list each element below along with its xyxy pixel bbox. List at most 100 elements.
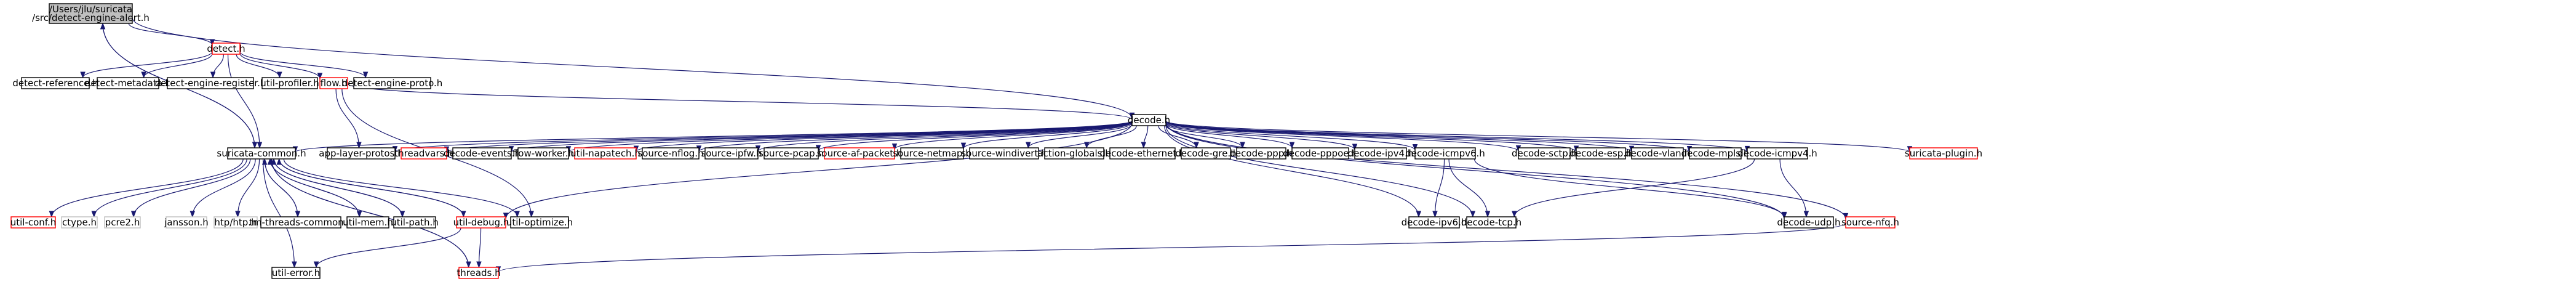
- node-label: detect-engine-proto.h: [342, 78, 443, 89]
- edge-line: [316, 227, 461, 268]
- edge-arrowhead: [891, 143, 898, 150]
- node-detect-metadata[interactable]: detect-metadata.h: [85, 77, 171, 89]
- edge-arrowhead: [80, 71, 86, 79]
- node-box: [1466, 216, 1517, 229]
- edge-root-to-detect_h: [128, 23, 215, 46]
- node-box: [97, 77, 159, 89]
- node-box: [824, 147, 895, 160]
- node-box: [165, 216, 207, 229]
- node-box: [458, 267, 499, 279]
- node-label: util-napatech.h: [570, 148, 640, 159]
- node-source-nflog[interactable]: source-nflog.h: [637, 147, 704, 160]
- node-util-optimize[interactable]: util-optimize.h: [506, 216, 573, 229]
- node-label: util-conf.h: [10, 217, 57, 228]
- edge-line: [1165, 122, 1355, 150]
- node-threadvars[interactable]: threadvars.h: [394, 147, 453, 160]
- node-util-debug[interactable]: util-debug.h: [453, 216, 509, 229]
- node-decode-gre[interactable]: decode-gre.h: [1175, 147, 1237, 160]
- node-decode-pppoe[interactable]: decode-pppoe.h: [1283, 147, 1358, 160]
- node-label: suricata-common.h: [217, 148, 306, 159]
- node-action-globals[interactable]: action-globals.h: [1037, 147, 1111, 160]
- node-ctype[interactable]: ctype.h: [61, 216, 98, 229]
- node-box: [1291, 147, 1349, 160]
- node-jansson[interactable]: jansson.h: [164, 216, 209, 229]
- node-util-mem[interactable]: util-mem.h: [343, 216, 393, 229]
- node-decode-icmpv6[interactable]: decode-icmpv6.h: [1405, 147, 1485, 160]
- node-label: tm-threads-common.h: [249, 217, 353, 228]
- node-threads[interactable]: threads.h: [457, 267, 501, 279]
- node-flow-worker[interactable]: flow-worker.h: [512, 147, 574, 160]
- node-decode-ethernet[interactable]: decode-ethernet.h: [1100, 147, 1186, 160]
- edge-source_nfq-to-threads: [495, 222, 1846, 274]
- edge-decode_h-to-source_af_packet: [891, 121, 1133, 150]
- node-source-pcap[interactable]: source-pcap.h: [759, 147, 824, 160]
- edge-decode_h-to-util_debug: [503, 123, 1133, 220]
- node-decode-ppp[interactable]: decode-ppp.h: [1229, 147, 1293, 160]
- node-detect-engine-register[interactable]: detect-engine-register.h: [155, 77, 266, 89]
- node-source-ipfw[interactable]: source-ipfw.h: [701, 147, 762, 160]
- node-detect-reference[interactable]: detect-reference.h: [12, 77, 98, 89]
- edge-line: [698, 121, 1133, 152]
- node-source-netmap[interactable]: source-netmap.h: [893, 147, 971, 160]
- node-box: [1747, 147, 1808, 160]
- node-flow-h[interactable]: flow.h: [319, 77, 348, 89]
- node-decode-ipv4[interactable]: decode-ipv4.h: [1348, 147, 1414, 160]
- node-source-af-packet[interactable]: source-af-packet.h: [817, 147, 903, 160]
- node-box: [167, 77, 254, 89]
- node-box: [353, 77, 431, 89]
- node-pcre2[interactable]: pcre2.h: [104, 216, 141, 229]
- edge-line: [1513, 158, 1755, 217]
- node-box: [574, 147, 637, 160]
- edge-line: [757, 121, 1133, 152]
- node-htp[interactable]: htp/htp.h: [213, 216, 258, 229]
- node-source-windivert[interactable]: source-windivert.h: [961, 147, 1047, 160]
- edge-line: [505, 123, 1133, 219]
- edge-arrowhead: [1416, 211, 1422, 218]
- node-box: [10, 216, 56, 229]
- node-box: [1181, 147, 1231, 160]
- node-decode-ipv6[interactable]: decode-ipv6.h: [1402, 216, 1467, 229]
- node-label: decode-mpls.h: [1681, 148, 1750, 159]
- node-decode-icmpv4[interactable]: decode-icmpv4.h: [1737, 147, 1817, 160]
- edge-decode_h-to-source_windivert: [1026, 124, 1133, 149]
- node-label: util-profiler.h: [260, 78, 319, 89]
- edge-line: [1165, 121, 1519, 152]
- node-decode-h[interactable]: decode.h: [1128, 114, 1170, 126]
- edge-arrowhead: [1512, 211, 1517, 218]
- edge-line: [262, 158, 295, 268]
- edge-arrowhead: [476, 261, 482, 269]
- node-box: [510, 216, 569, 229]
- node-suricata-common[interactable]: suricata-common.h: [217, 147, 306, 160]
- edge-line: [279, 158, 464, 217]
- node-decode-mpls[interactable]: decode-mpls.h: [1681, 147, 1750, 160]
- node-suricata-plugin[interactable]: suricata-plugin.h: [1905, 147, 1982, 160]
- edge-line: [1448, 158, 1488, 217]
- node-decode-sctp[interactable]: decode-sctp.h: [1512, 147, 1577, 160]
- edge-arrowhead: [362, 71, 369, 79]
- node-detect-engine-proto[interactable]: detect-engine-proto.h: [342, 77, 443, 89]
- node-decode-esp[interactable]: decode-esp.h: [1569, 147, 1632, 160]
- node-decode-vlan[interactable]: decode-vlan.h: [1625, 147, 1690, 160]
- edge-suricata_common-to-htp: [235, 158, 260, 218]
- node-label: util-optimize.h: [506, 217, 573, 228]
- node-decode-udp[interactable]: decode-udp.h: [1777, 216, 1841, 229]
- node-tm-threads-common[interactable]: tm-threads-common.h: [249, 216, 353, 229]
- node-detect-h[interactable]: detect.h: [207, 43, 245, 55]
- node-source-nfq[interactable]: source-nfq.h: [1841, 216, 1899, 229]
- node-label: util-debug.h: [453, 217, 509, 228]
- edge-arrowhead: [1412, 144, 1418, 151]
- node-box: [1518, 147, 1571, 160]
- node-decode-tcp[interactable]: decode-tcp.h: [1461, 216, 1521, 229]
- node-app-layer-protos[interactable]: app-layer-protos.h: [319, 147, 404, 160]
- node-util-path[interactable]: util-path.h: [391, 216, 439, 229]
- node-util-conf[interactable]: util-conf.h: [10, 216, 57, 229]
- node-util-napatech[interactable]: util-napatech.h: [570, 147, 640, 160]
- node-label: /Users/jlu/suricata: [49, 4, 132, 15]
- edge-line: [1027, 124, 1133, 148]
- node-util-error[interactable]: util-error.h: [271, 267, 321, 279]
- edge-line: [818, 121, 1133, 152]
- node-decode-events[interactable]: decode-events.h: [444, 147, 520, 160]
- edge-decode_h-to-decode_ipv6: [1164, 125, 1422, 218]
- node-root[interactable]: /Users/jlu/suricata/src/detect-engine-al…: [32, 3, 150, 24]
- node-util-profiler[interactable]: util-profiler.h: [260, 77, 319, 89]
